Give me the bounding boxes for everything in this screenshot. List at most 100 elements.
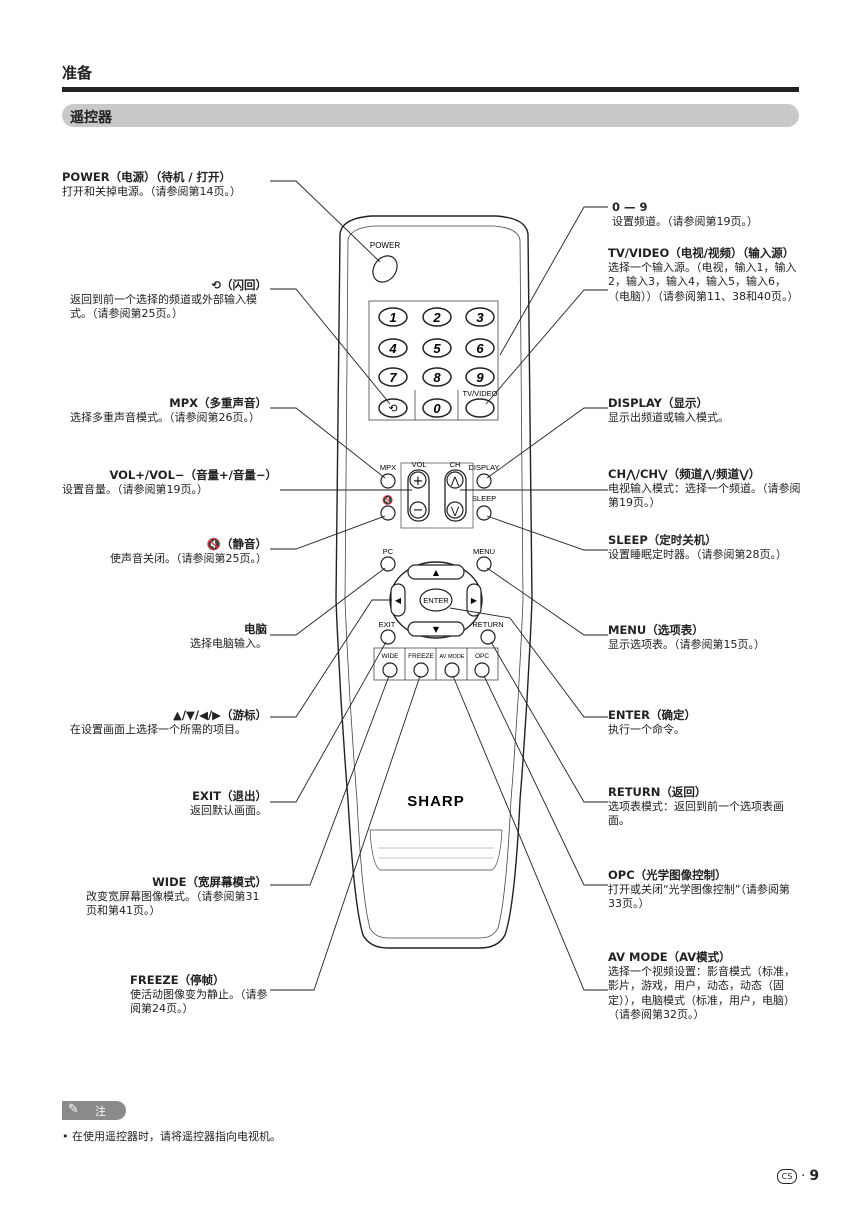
annotation-title: CH⋀/CH⋁（频道⋀/频道⋁） xyxy=(608,467,761,481)
digit-6-label: 6 xyxy=(476,341,484,356)
annotation-digits: 0 — 9 设置频道。（请参阅第19页。） xyxy=(612,200,802,229)
digit-1-label: 1 xyxy=(389,310,396,325)
digit-3-label: 3 xyxy=(476,310,484,325)
annotation-desc: 使声音关闭。（请参阅第25页。） xyxy=(110,551,267,565)
annotation-title: MENU（选项表） xyxy=(608,623,704,637)
vol-minus-icon: − xyxy=(413,503,424,518)
enter-label: ENTER xyxy=(423,596,449,605)
vol-plus-icon: + xyxy=(413,474,424,489)
note-label: 注 xyxy=(95,1105,106,1118)
digit-5-button xyxy=(422,338,452,358)
leader-freeze xyxy=(270,675,421,991)
cursor-left-icon: ◀ xyxy=(395,596,402,605)
digit-4-button xyxy=(378,338,408,358)
annotation-title: 电脑 xyxy=(244,622,267,636)
brand-logo: SHARP xyxy=(407,793,465,810)
header-rule xyxy=(62,87,799,92)
digit-4-label: 4 xyxy=(388,341,397,356)
annotation-desc: 选择电脑输入。 xyxy=(190,636,267,650)
cursor-right-icon: ▶ xyxy=(471,596,478,605)
leader-sleep xyxy=(486,515,608,551)
avmode-button xyxy=(444,662,460,678)
annotation-title: WIDE（宽屏幕模式） xyxy=(152,875,267,889)
annotation-desc: 返回到前一个选择的频道或外部输入模式。（请参阅第25页。） xyxy=(70,292,257,321)
annotation-desc: 改变宽屏幕图像模式。（请参阅第31页和第41页。） xyxy=(86,889,260,918)
cursor-right-button xyxy=(466,583,482,617)
leader-avmode xyxy=(452,675,608,991)
annotation-title: AV MODE（AV模式） xyxy=(608,950,731,964)
leader-power xyxy=(270,180,381,263)
power-label: POWER xyxy=(370,241,400,250)
annotation-desc: 打开或关闭“光学图像控制”（请参阅第33页。） xyxy=(608,882,790,911)
annotation-desc: 打开和关掉电源。（请参阅第14页。） xyxy=(62,184,241,198)
subsection-band: 遥控器 xyxy=(62,104,799,127)
digit-0-button xyxy=(422,398,452,418)
freeze-button xyxy=(413,662,429,678)
digit-7-label: 7 xyxy=(389,370,397,385)
note-text: • 在使用遥控器时，请将遥控器指向电视机。 xyxy=(62,1130,281,1143)
annotation-title: EXIT（退出） xyxy=(192,789,267,803)
annotation-title: MPX（多重声音） xyxy=(169,396,267,410)
annotation-title: VOL+/VOL−（音量+/音量−） xyxy=(109,468,277,482)
annotation-title: ENTER（确定） xyxy=(608,708,697,722)
leader-mpx xyxy=(270,407,386,479)
annotation-enter: ENTER（确定） 执行一个命令。 xyxy=(608,708,802,737)
annotation-title: ⟲（闪回） xyxy=(211,278,267,292)
annotation-cursor: ▲/▼/◀/▶（游标） 在设置画面上选择一个所需的项目。 xyxy=(70,708,267,737)
leader-flashback xyxy=(270,288,391,405)
menu-label: MENU xyxy=(473,547,495,556)
annotation-display: DISPLAY（显示） 显示出频道或输入模式。 xyxy=(608,396,802,425)
page-number-value: 9 xyxy=(809,1168,820,1184)
digit-9-button xyxy=(465,367,495,387)
ch-up-icon: ⋀ xyxy=(450,476,460,487)
annotation-opc: OPC（光学图像控制） 打开或关闭“光学图像控制”（请参阅第33页。） xyxy=(608,868,802,912)
annotation-desc: 设置音量。（请参阅第19页。） xyxy=(62,482,208,496)
keypad-box xyxy=(368,300,499,421)
avmode-label: AV MODE xyxy=(440,654,465,660)
exit-button xyxy=(380,629,396,645)
display-label: DISPLAY xyxy=(468,463,499,472)
digit-5-label: 5 xyxy=(433,341,441,356)
annotation-flashback: ⟲（闪回） 返回到前一个选择的频道或外部输入模式。（请参阅第25页。） xyxy=(70,278,267,322)
annotation-title: RETURN（返回） xyxy=(608,785,707,799)
flashback-icon: ⟲ xyxy=(388,402,397,415)
opc-label: OPC xyxy=(475,653,489,660)
cursor-up-button xyxy=(407,564,465,580)
annotation-volume: VOL+/VOL−（音量+/音量−） 设置音量。（请参阅第19页。） xyxy=(62,468,277,497)
annotation-sleep: SLEEP（定时关机） 设置睡眠定时器。（请参阅第28页。） xyxy=(608,533,802,562)
digit-2-button xyxy=(422,307,452,327)
annotation-title: ▲/▼/◀/▶（游标） xyxy=(173,708,267,722)
annotation-avmode: AV MODE（AV模式） 选择一个视频设置：影音模式（标准，影片，游戏，用户，… xyxy=(608,950,802,1023)
ch-down-icon: ⋁ xyxy=(450,506,460,517)
tvvideo-label: TV/VIDEO xyxy=(462,389,497,398)
annotation-desc: 选择一个输入源。（电视，输入1，输入2，输入3，输入4，输入5，输入6，（电脑）… xyxy=(608,260,799,303)
annotation-desc: 显示选项表。（请参阅第15页。） xyxy=(608,637,765,651)
section-title: 准备 xyxy=(62,64,93,82)
wide-button xyxy=(382,662,398,678)
note-tag: ✎ 注 xyxy=(62,1101,126,1120)
annotation-mpx: MPX（多重声音） 选择多重声音模式。（请参阅第26页。） xyxy=(70,396,267,425)
menu-button xyxy=(476,556,492,572)
annotation-desc: 使活动图像变为静止。（请参阅第24页。） xyxy=(130,987,268,1016)
annotation-desc: 返回默认画面。 xyxy=(190,803,267,817)
annotation-title: TV/VIDEO（电视/视频）（输入源） xyxy=(608,246,795,260)
cursor-up-icon: ▲ xyxy=(433,568,440,577)
power-button xyxy=(372,255,398,283)
subsection-title: 遥控器 xyxy=(70,110,112,126)
remote-inner xyxy=(344,225,524,939)
annotation-pc: 电脑 选择电脑输入。 xyxy=(70,622,267,651)
mute-button xyxy=(380,505,396,521)
leader-enter xyxy=(449,607,608,718)
leader-wide xyxy=(270,675,390,886)
digit-6-button xyxy=(465,338,495,358)
language-badge: CS xyxy=(777,1169,797,1184)
digit-7-button xyxy=(378,367,408,387)
return-button xyxy=(480,629,496,645)
leader-opc xyxy=(483,675,608,886)
battery-cover xyxy=(369,829,503,871)
annotation-title: 🔇（静音） xyxy=(206,537,267,551)
annotation-title: OPC（光学图像控制） xyxy=(608,868,727,882)
annotation-desc: 设置睡眠定时器。（请参阅第28页。） xyxy=(608,547,787,561)
enter-button xyxy=(419,588,453,612)
